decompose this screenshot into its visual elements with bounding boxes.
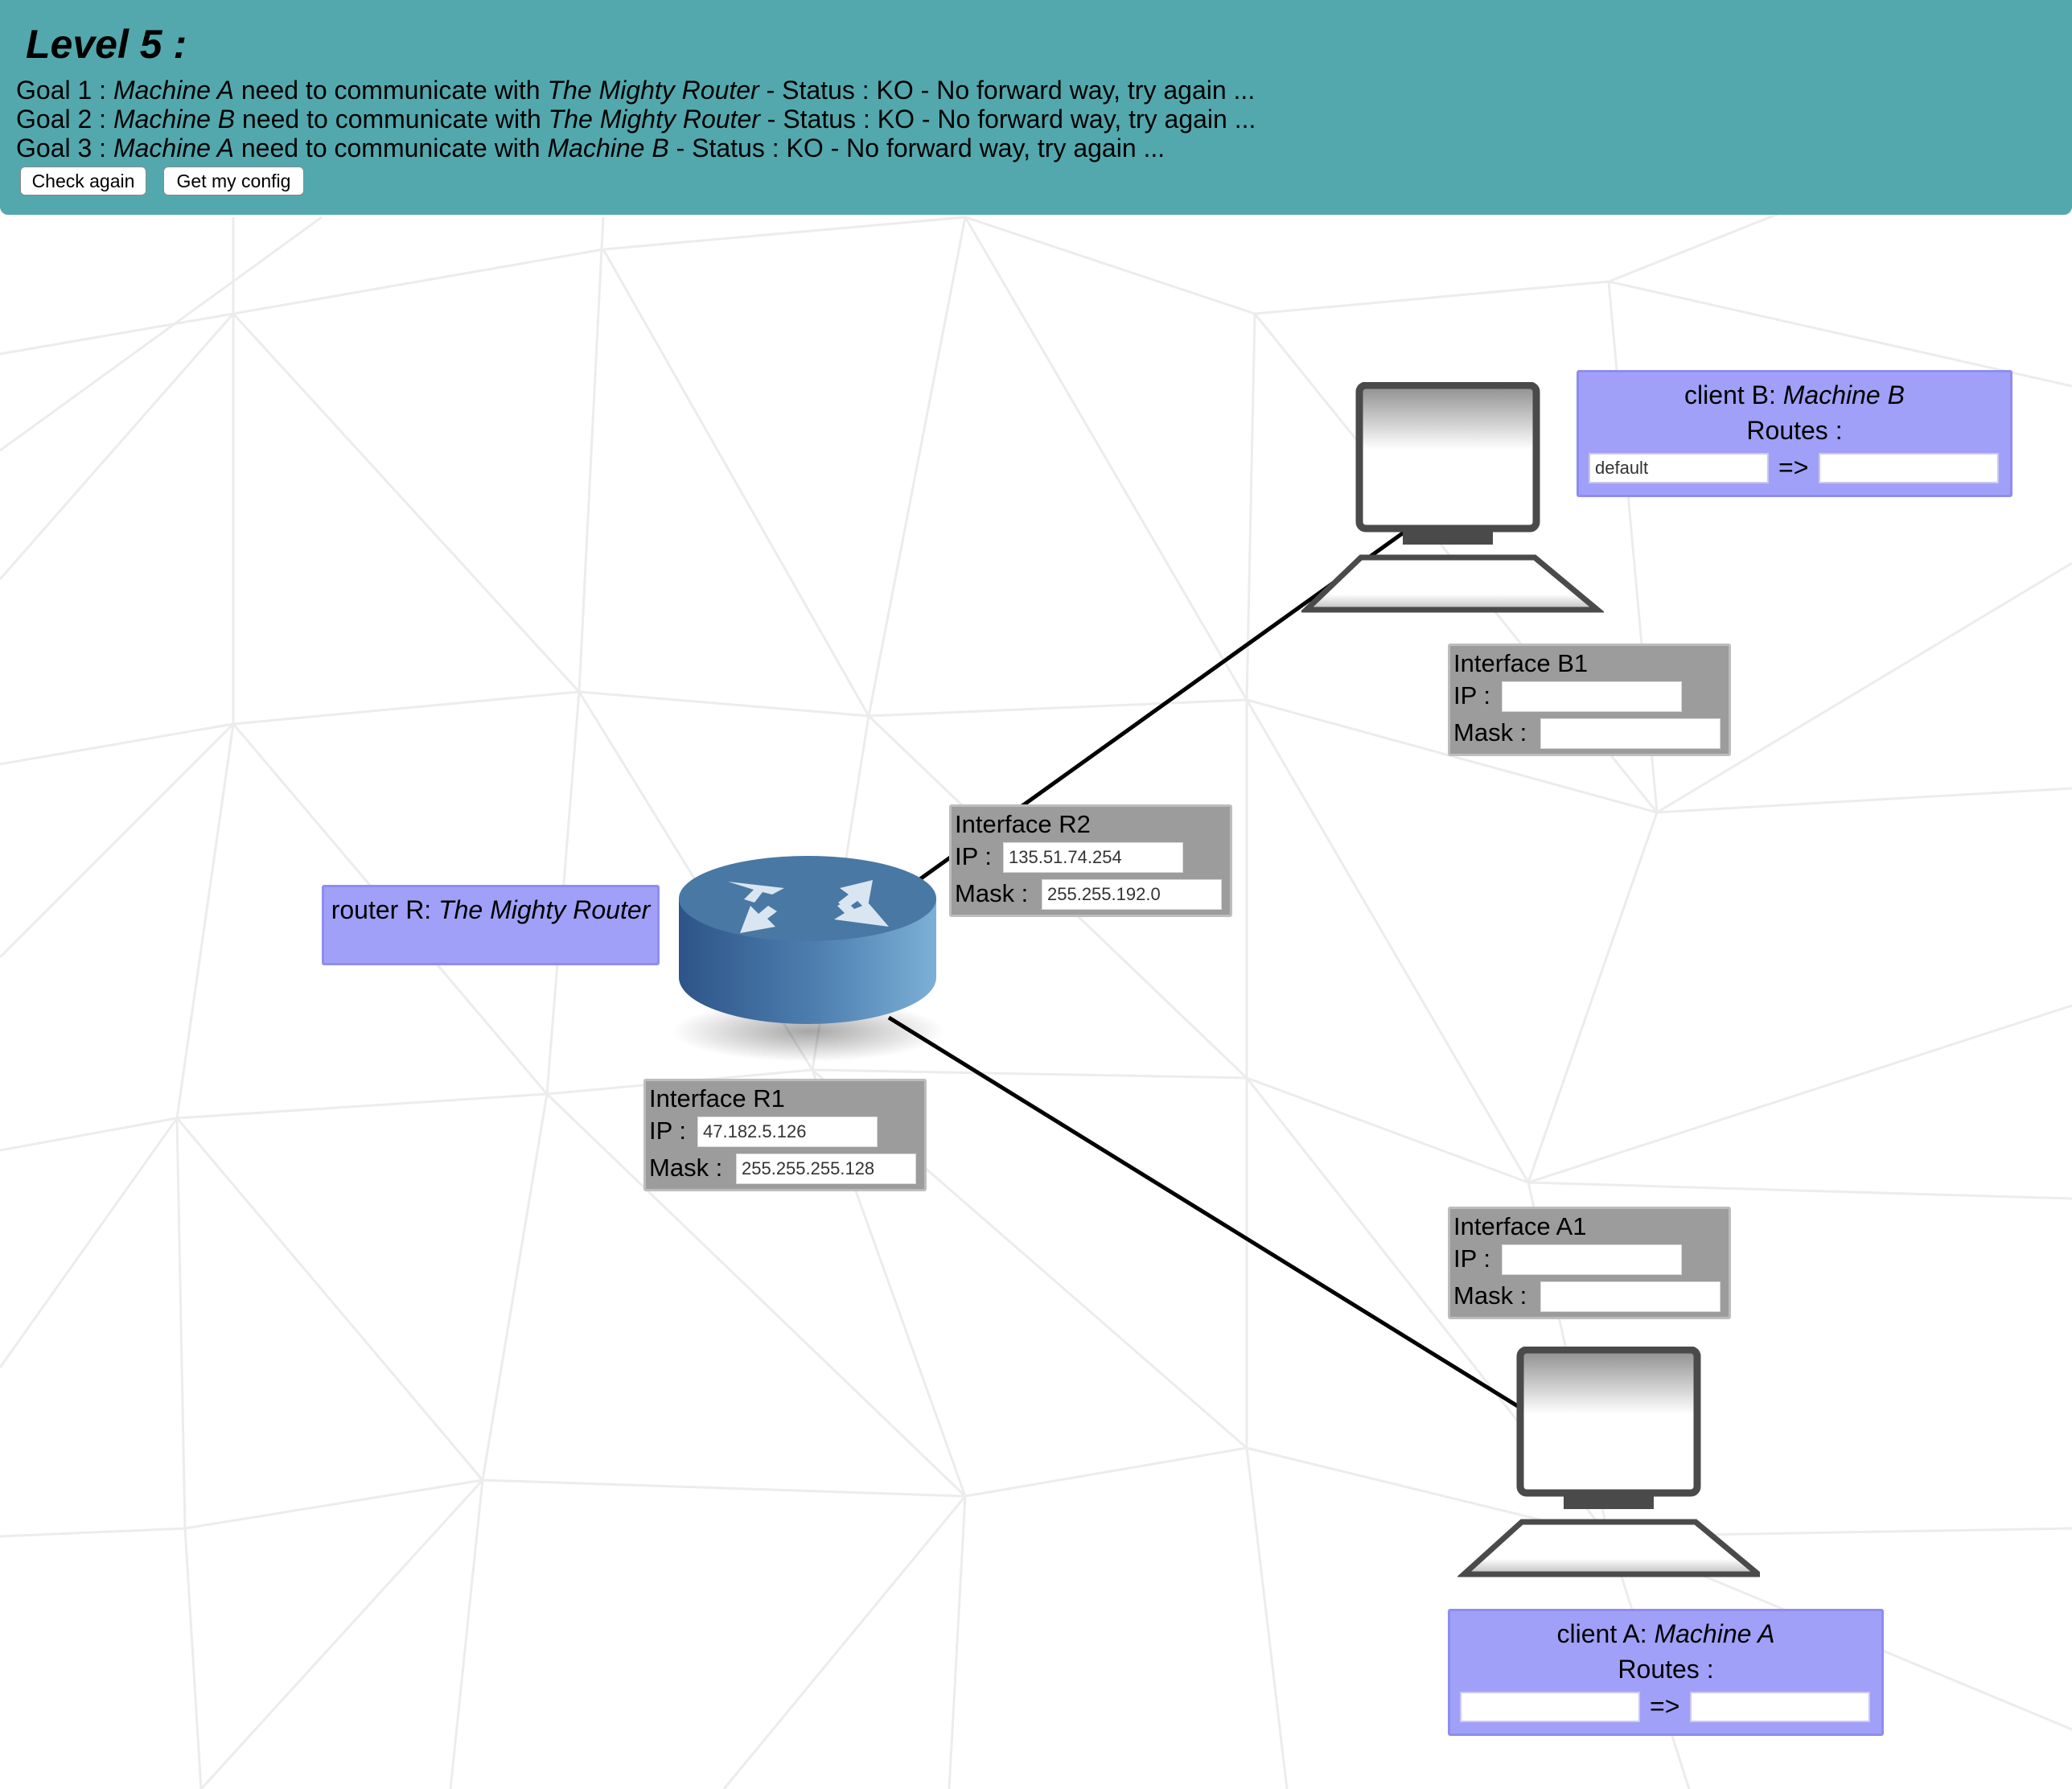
level-title: Level 5 : (26, 22, 187, 67)
client-b-box: client B: Machine B Routes : => (1577, 370, 2012, 497)
interface-r2-box: Interface R2 IP : Mask : (949, 804, 1232, 917)
client-b-route-gateway-input[interactable] (1819, 453, 1999, 483)
goal-middle: need to communicate with (235, 105, 549, 134)
client-b-label-name: Machine B (1782, 380, 1905, 409)
interface-b1-mask-input[interactable] (1540, 718, 1720, 749)
client-a-label: client A: Machine A (1450, 1619, 1881, 1649)
client-a-route-gateway-input[interactable] (1690, 1692, 1870, 1722)
client-b-route-destination-input[interactable] (1589, 453, 1769, 483)
interface-b1-box: Interface B1 IP : Mask : (1448, 644, 1731, 756)
interface-a1-box: Interface A1 IP : Mask : (1448, 1207, 1731, 1319)
computer-icon[interactable] (1301, 382, 1604, 615)
interface-title: Interface R2 (955, 810, 1091, 838)
router-label: router R: The Mighty Router (324, 895, 657, 925)
client-a-routes-label: Routes : (1618, 1655, 1714, 1684)
mask-label: Mask : (649, 1154, 723, 1182)
interface-r1-mask-input[interactable] (736, 1154, 916, 1184)
goal-middle: need to communicate with (233, 134, 548, 162)
goal-middle: need to communicate with (233, 76, 548, 105)
router-label-name: The Mighty Router (438, 895, 651, 924)
goal-status: - Status : KO - No forward way, try agai… (759, 105, 1256, 134)
client-b-label-prefix: client B: (1684, 380, 1783, 409)
goal-source: Machine B (113, 105, 236, 134)
router-label-box: router R: The Mighty Router (322, 885, 660, 965)
goal-target: The Mighty Router (547, 76, 759, 105)
client-b-routes-label: Routes : (1746, 416, 1843, 445)
interface-title: Interface R1 (649, 1084, 785, 1112)
route-arrow: => (1778, 453, 1809, 482)
client-a-box: client A: Machine A Routes : => (1448, 1609, 1884, 1736)
interface-r2-ip-input[interactable] (1003, 842, 1183, 873)
client-a-label-name: Machine A (1654, 1619, 1775, 1648)
goal-prefix: Goal 1 : (16, 76, 113, 105)
check-again-button[interactable]: Check again (20, 167, 146, 195)
interface-title: Interface B1 (1453, 649, 1589, 677)
goal-status: - Status : KO - No forward way, try agai… (668, 134, 1166, 162)
interface-a1-ip-input[interactable] (1502, 1244, 1682, 1275)
goal-status: - Status : KO - No forward way, try agai… (758, 76, 1256, 105)
goal-target: The Mighty Router (548, 105, 760, 134)
ip-label: IP : (649, 1117, 686, 1145)
computer-icon[interactable] (1457, 1347, 1760, 1580)
client-a-route-destination-input[interactable] (1460, 1692, 1640, 1722)
interface-r1-ip-input[interactable] (697, 1117, 878, 1147)
interface-a1-mask-input[interactable] (1540, 1281, 1720, 1312)
ip-label: IP : (955, 842, 992, 870)
interface-r1-box: Interface R1 IP : Mask : (643, 1079, 927, 1191)
interface-title: Interface A1 (1453, 1212, 1587, 1240)
interface-r2-mask-input[interactable] (1042, 879, 1222, 910)
level-header: Level 5 : Goal 1 : Machine A need to com… (0, 0, 2072, 215)
mask-label: Mask : (1453, 1281, 1527, 1310)
ip-label: IP : (1453, 681, 1490, 709)
client-a-label-prefix: client A: (1556, 1619, 1655, 1648)
mask-label: Mask : (1453, 718, 1527, 746)
router-icon[interactable] (668, 853, 957, 1070)
mask-label: Mask : (955, 879, 1029, 907)
goal-target: Machine B (547, 134, 669, 162)
interface-b1-ip-input[interactable] (1502, 681, 1682, 712)
goal-prefix: Goal 3 : (16, 134, 113, 162)
client-b-label: client B: Machine B (1579, 380, 2010, 410)
link-router-to-client-a (887, 1015, 1522, 1410)
goal-source: Machine A (113, 134, 234, 162)
route-arrow: => (1650, 1692, 1680, 1721)
goal-1: Goal 1 : Machine A need to communicate w… (16, 76, 1255, 105)
goal-prefix: Goal 2 : (16, 105, 113, 134)
goal-source: Machine A (113, 76, 234, 105)
get-my-config-button[interactable]: Get my config (163, 167, 304, 195)
ip-label: IP : (1453, 1244, 1490, 1273)
router-label-prefix: router R: (331, 895, 439, 924)
goal-2: Goal 2 : Machine B need to communicate w… (16, 105, 1256, 134)
goal-3: Goal 3 : Machine A need to communicate w… (16, 134, 1165, 162)
